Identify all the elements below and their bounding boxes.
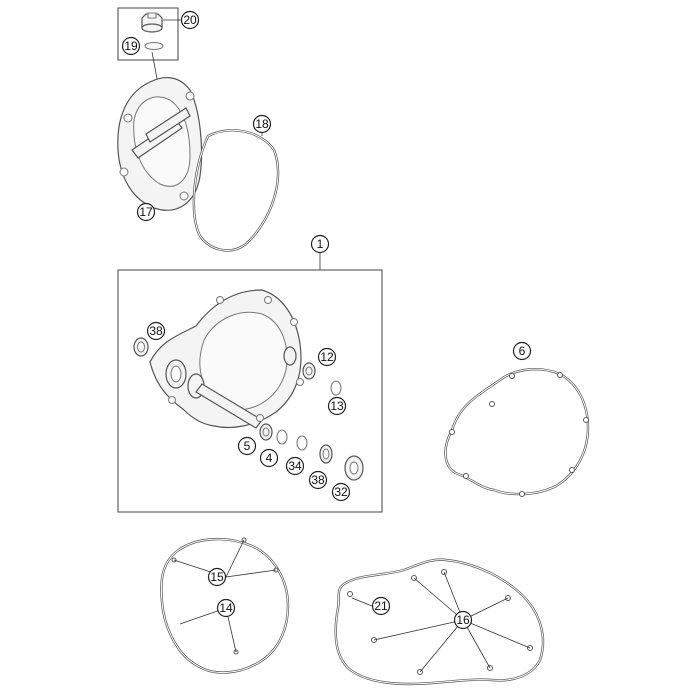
circlip-13 bbox=[330, 380, 342, 396]
gasket-6-bolt-holes bbox=[449, 372, 589, 497]
leader-21 bbox=[351, 597, 373, 607]
callout-12: 12 bbox=[317, 347, 337, 367]
svg-text:17: 17 bbox=[139, 205, 153, 219]
callout-38-left: 38 bbox=[146, 321, 166, 341]
svg-text:4: 4 bbox=[266, 451, 273, 465]
leader-16-b bbox=[413, 577, 464, 621]
clutch-cover-gasket-set bbox=[160, 537, 290, 674]
circlip-34 bbox=[296, 435, 308, 451]
svg-text:15: 15 bbox=[210, 570, 224, 584]
svg-text:20: 20 bbox=[183, 13, 197, 27]
washer-4 bbox=[276, 429, 288, 445]
callout-16: 16 bbox=[453, 610, 473, 630]
callout-20: 20 bbox=[180, 10, 200, 30]
svg-text:16: 16 bbox=[456, 613, 470, 627]
callout-34: 34 bbox=[285, 456, 305, 476]
leader-15-a bbox=[225, 539, 245, 578]
callout-15: 15 bbox=[207, 567, 227, 587]
callout-38-right: 38 bbox=[308, 470, 328, 490]
callout-4: 4 bbox=[259, 448, 279, 468]
callout-1: 1 bbox=[310, 234, 330, 254]
callout-14: 14 bbox=[216, 598, 236, 618]
outer-clutch-cover bbox=[117, 77, 203, 211]
callout-21: 21 bbox=[371, 596, 391, 616]
svg-text:18: 18 bbox=[255, 117, 269, 131]
svg-text:21: 21 bbox=[374, 599, 388, 613]
svg-text:12: 12 bbox=[320, 350, 334, 364]
o-ring-19 bbox=[144, 42, 164, 50]
inner-cover-group-box bbox=[117, 269, 383, 513]
gasket-16-holes bbox=[347, 569, 533, 675]
leader-16-f bbox=[462, 619, 491, 669]
filler-plug-group-box bbox=[117, 7, 179, 61]
svg-text:34: 34 bbox=[288, 459, 302, 473]
callout-5: 5 bbox=[237, 436, 257, 456]
leader-16-g bbox=[462, 619, 531, 649]
svg-text:14: 14 bbox=[219, 601, 233, 615]
svg-text:38: 38 bbox=[149, 324, 163, 338]
oil-filler-plug bbox=[141, 12, 163, 33]
cover-gasket bbox=[192, 129, 280, 252]
callout-18: 18 bbox=[252, 114, 272, 134]
svg-text:38: 38 bbox=[311, 473, 325, 487]
svg-text:6: 6 bbox=[519, 344, 526, 358]
callout-17: 17 bbox=[136, 202, 156, 222]
svg-text:5: 5 bbox=[244, 439, 251, 453]
callout-19: 19 bbox=[121, 36, 141, 56]
callout-6: 6 bbox=[512, 341, 532, 361]
svg-text:19: 19 bbox=[124, 39, 138, 53]
leader-16-e bbox=[419, 619, 464, 673]
svg-text:32: 32 bbox=[334, 485, 348, 499]
leader-15-c bbox=[225, 569, 277, 578]
crankcase-gasket bbox=[334, 558, 545, 686]
inner-clutch-cover bbox=[149, 289, 304, 429]
svg-text:1: 1 bbox=[317, 237, 324, 251]
callout-32: 32 bbox=[331, 482, 351, 502]
svg-text:13: 13 bbox=[330, 399, 344, 413]
callout-13: 13 bbox=[327, 396, 347, 416]
leader-16-d bbox=[373, 619, 464, 641]
gasket-15-holes bbox=[171, 537, 279, 655]
